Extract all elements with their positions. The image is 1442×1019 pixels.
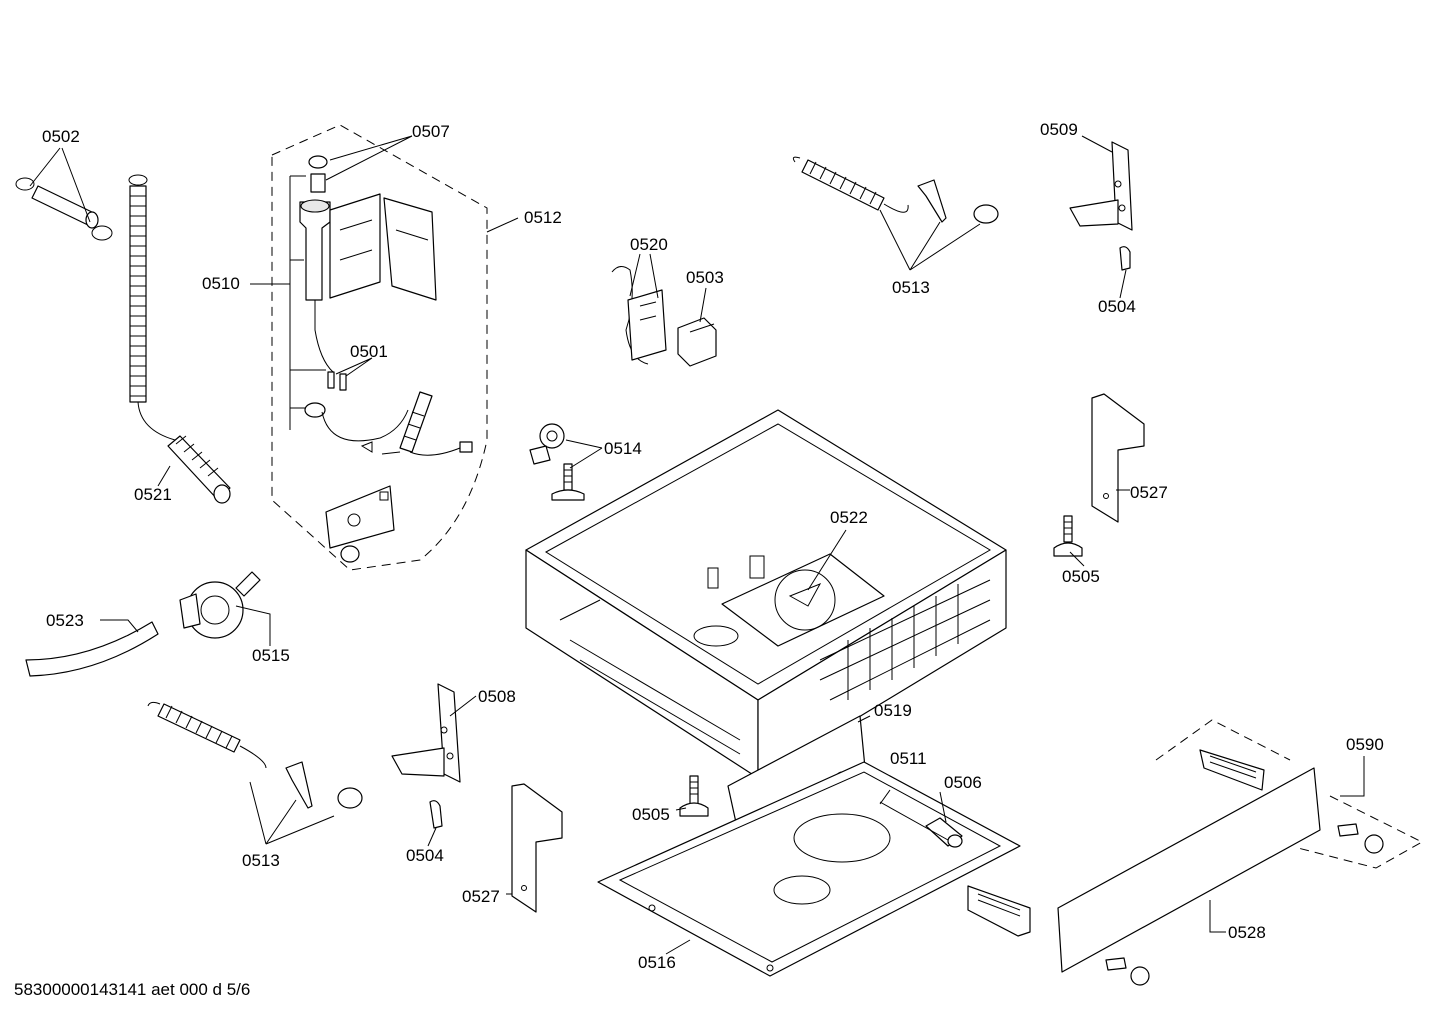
- part-cover-plate-right: [1091, 393, 1145, 523]
- callout-0513-bottom: 0513: [242, 851, 280, 870]
- callout-0513-top: 0513: [892, 278, 930, 297]
- drawing-reference-footer: 58300000143141 aet 000 d 5/6: [14, 980, 251, 999]
- part-gear-screw: [529, 423, 585, 501]
- callout-0515: 0515: [252, 646, 290, 665]
- part-plinth-panel: [1057, 719, 1424, 973]
- part-bottom-plate: [597, 761, 1021, 977]
- callout-0521: 0521: [134, 485, 172, 504]
- callout-0505-right: 0505: [1062, 567, 1100, 586]
- part-hinge-bracket-left: [391, 683, 461, 829]
- callout-0522: 0522: [830, 508, 868, 527]
- callout-0502: 0502: [42, 127, 80, 146]
- part-valve-bracket: [325, 485, 395, 563]
- callout-0505-center: 0505: [632, 805, 670, 824]
- part-cover-plate-left: [511, 783, 563, 913]
- part-door-spring-bottom: [147, 701, 363, 809]
- part-door-spring-top: [792, 156, 999, 224]
- part-sensor-cable: [611, 266, 667, 365]
- part-valve-housing-cover: [329, 193, 437, 301]
- callout-0509: 0509: [1040, 120, 1078, 139]
- group-boundary-dashed: [271, 124, 488, 571]
- part-base-tub: [525, 409, 1007, 779]
- part-drain-hose: [25, 621, 159, 677]
- part-drain-pump: [179, 571, 261, 639]
- part-connector-strip: [967, 885, 1031, 937]
- callout-0520: 0520: [630, 235, 668, 254]
- part-panel-screws-knobs: [1105, 823, 1384, 986]
- callout-0507: 0507: [412, 122, 450, 141]
- callout-0512: 0512: [524, 208, 562, 227]
- callout-0514: 0514: [604, 439, 642, 458]
- callout-0504-top: 0504: [1098, 297, 1136, 316]
- part-hose-clamp-tube: [15, 177, 113, 241]
- part-spigot: [925, 817, 963, 848]
- callout-0501: 0501: [350, 342, 388, 361]
- callout-0508: 0508: [478, 687, 516, 706]
- part-screw-right: [1053, 515, 1083, 557]
- callout-0519: 0519: [874, 701, 912, 720]
- callout-0510: 0510: [202, 274, 240, 293]
- part-screw-center: [679, 775, 709, 817]
- callout-0527-left: 0527: [462, 887, 500, 906]
- part-water-valve: [299, 155, 347, 418]
- leader-lines: [29, 135, 1365, 955]
- callout-0523: 0523: [46, 611, 84, 630]
- part-cable-harness: [321, 391, 473, 456]
- callout-0528: 0528: [1228, 923, 1266, 942]
- callout-0504-bottom: 0504: [406, 846, 444, 865]
- part-corrugated-hose: [128, 174, 231, 504]
- part-hinge-bracket-right: [1069, 141, 1133, 271]
- part-plug-connector: [677, 317, 717, 367]
- callout-0506: 0506: [944, 773, 982, 792]
- callout-0516: 0516: [638, 953, 676, 972]
- callout-0503: 0503: [686, 268, 724, 287]
- callout-0511: 0511: [890, 749, 927, 768]
- callout-0590: 0590: [1346, 735, 1384, 754]
- callout-0527-right: 0527: [1130, 483, 1168, 502]
